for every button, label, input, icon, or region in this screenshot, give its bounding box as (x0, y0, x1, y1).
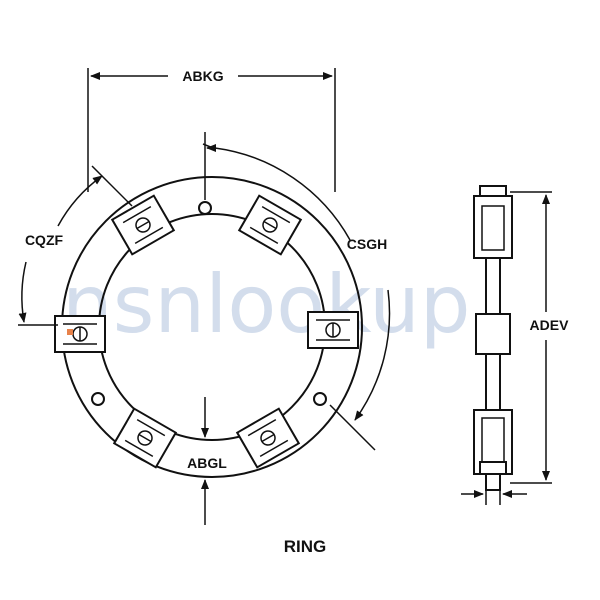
clip-bottom-right (235, 407, 301, 469)
clip-right (307, 311, 359, 349)
clip-top-right (237, 194, 303, 256)
ring-hole-lower-right (313, 392, 327, 406)
dimension-adev (510, 191, 552, 484)
clip-bottom-left (112, 407, 178, 469)
dimension-csgh (202, 132, 391, 451)
dimension-abkg (87, 68, 336, 192)
ring-side-view (473, 185, 513, 505)
label-cqzf: CQZF (25, 232, 64, 248)
dimension-cqzf (18, 165, 133, 326)
ring-hole-lower-left (91, 392, 105, 406)
label-abgl: ABGL (187, 455, 227, 471)
label-abkg: ABKG (182, 68, 223, 84)
watermark-text: nsnlookup (62, 258, 471, 351)
ring-front-view (54, 176, 363, 478)
clip-top-left (110, 194, 176, 256)
label-adev: ADEV (530, 317, 570, 333)
side-clip-top (473, 195, 513, 259)
drawing-title: RING (284, 537, 327, 556)
clip-left (54, 315, 106, 353)
ring-hole-top (198, 201, 212, 215)
side-clip-middle (475, 313, 511, 355)
label-csgh: CSGH (347, 236, 387, 252)
orange-marker (67, 329, 73, 335)
